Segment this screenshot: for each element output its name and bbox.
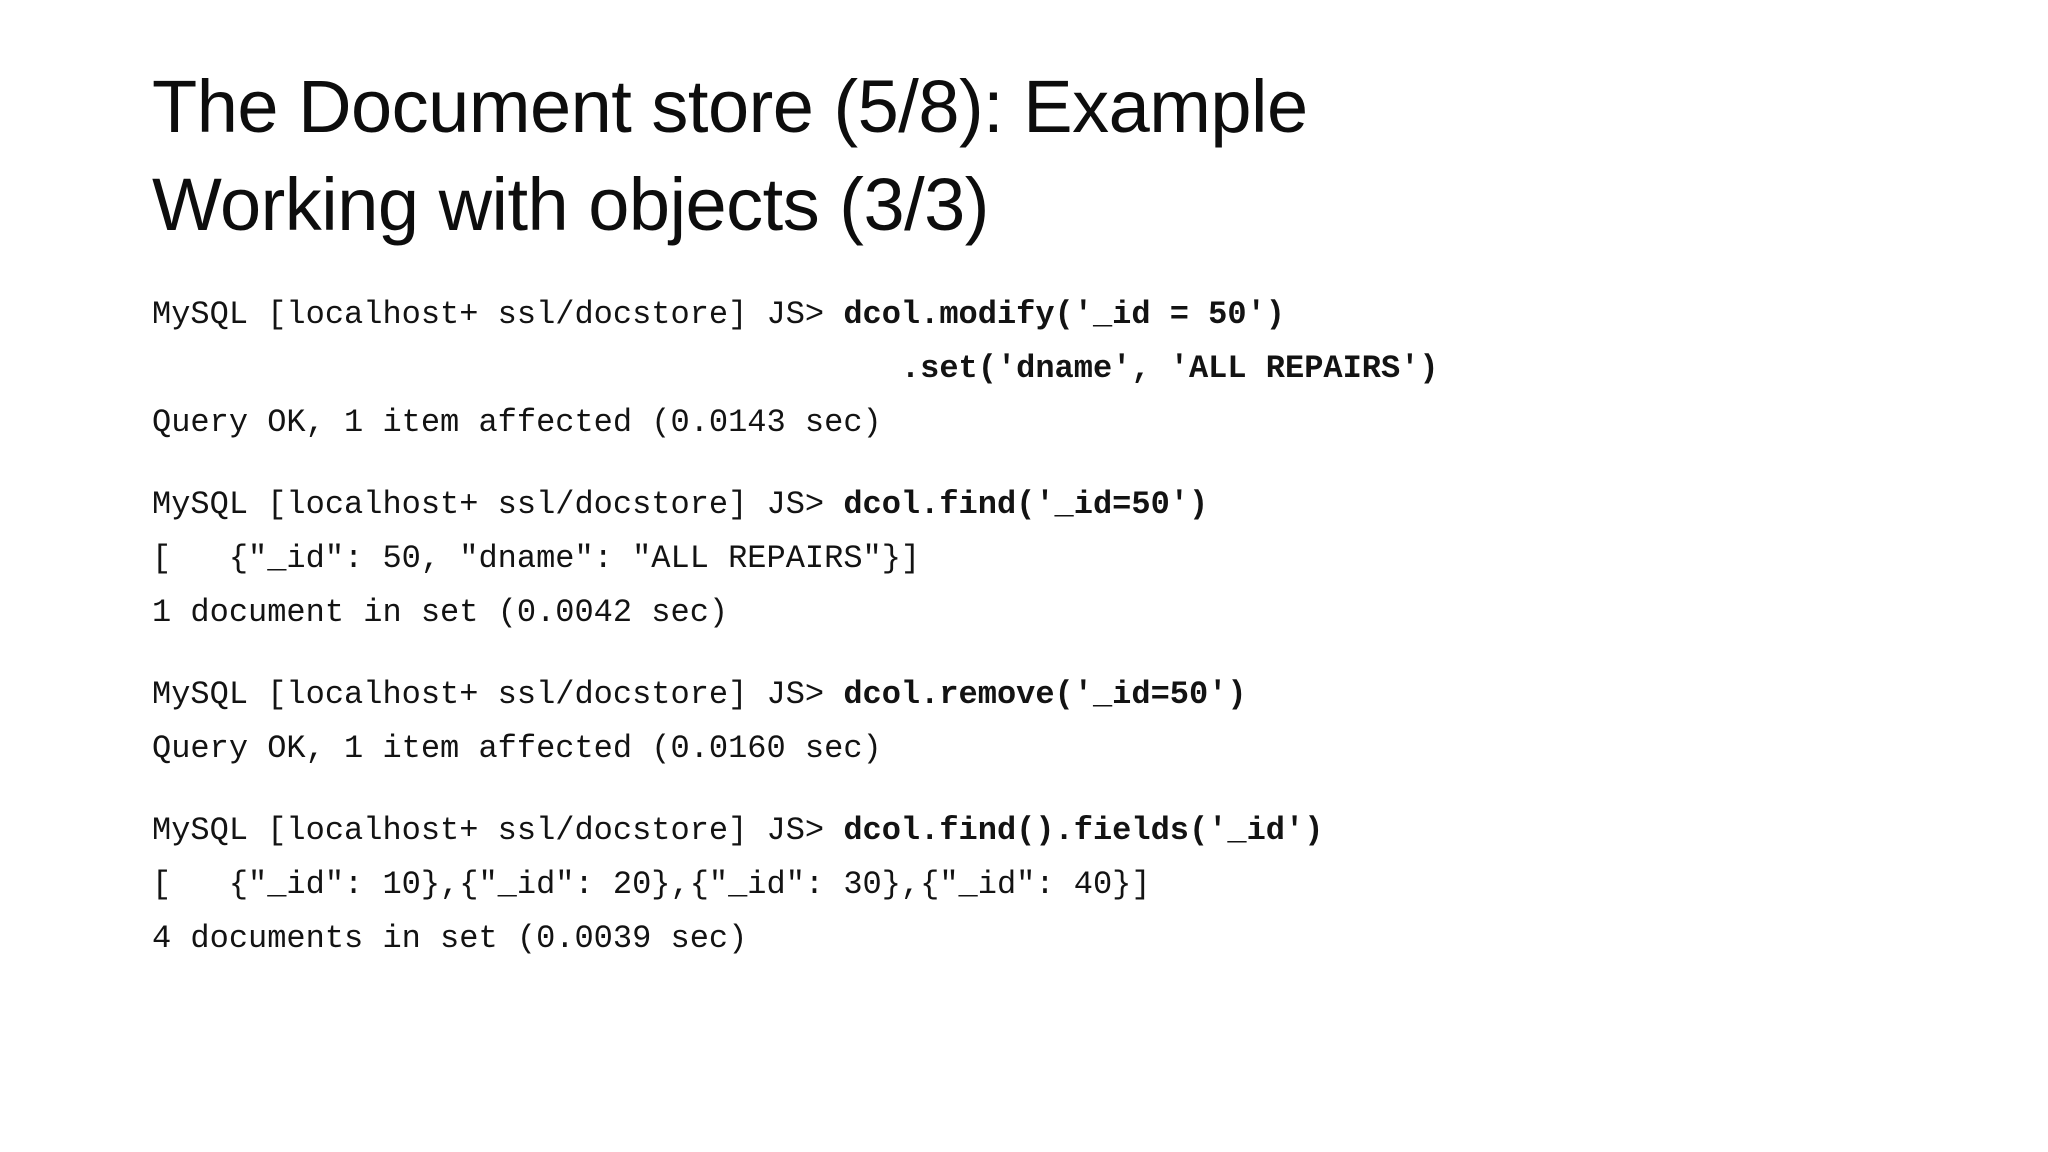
console-output-line: [ {"_id": 10},{"_id": 20},{"_id": 30},{"… [152, 866, 1151, 903]
console-continuation: .set('dname', 'ALL REPAIRS') [152, 350, 1439, 387]
console-blank-line [152, 640, 1972, 668]
console-output-line: 4 documents in set (0.0039 sec) [152, 920, 748, 957]
console-command: dcol.remove('_id=50') [843, 676, 1247, 713]
console-command-line: MySQL [localhost+ ssl/docstore] JS> dcol… [152, 668, 1972, 722]
console-transcript: MySQL [localhost+ ssl/docstore] JS> dcol… [152, 288, 1972, 966]
console-blank-line [152, 776, 1972, 804]
console-continuation-line: .set('dname', 'ALL REPAIRS') [152, 342, 1972, 396]
console-prompt: MySQL [localhost+ ssl/docstore] JS> [152, 676, 844, 713]
console-output-line: [ {"_id": 50, "dname": "ALL REPAIRS"}] [152, 540, 921, 577]
console-command: dcol.find().fields('_id') [843, 812, 1324, 849]
console-command: dcol.modify('_id = 50') [843, 296, 1285, 333]
console-output-line: Query OK, 1 item affected (0.0143 sec) [152, 404, 882, 441]
console-command-line: MySQL [localhost+ ssl/docstore] JS> dcol… [152, 804, 1972, 858]
console-command: dcol.find('_id=50') [843, 486, 1209, 523]
console-blank-line [152, 450, 1972, 478]
title-line-1: The Document store (5/8): Example [152, 65, 1308, 148]
console-command-line: MySQL [localhost+ ssl/docstore] JS> dcol… [152, 478, 1972, 532]
page-title: The Document store (5/8): Example Workin… [152, 58, 1852, 254]
console-prompt: MySQL [localhost+ ssl/docstore] JS> [152, 296, 844, 333]
console-output-line: Query OK, 1 item affected (0.0160 sec) [152, 730, 882, 767]
title-line-2: Working with objects (3/3) [152, 163, 989, 246]
console-prompt: MySQL [localhost+ ssl/docstore] JS> [152, 486, 844, 523]
console-prompt: MySQL [localhost+ ssl/docstore] JS> [152, 812, 844, 849]
console-command-line: MySQL [localhost+ ssl/docstore] JS> dcol… [152, 288, 1972, 342]
console-output-line: 1 document in set (0.0042 sec) [152, 594, 729, 631]
